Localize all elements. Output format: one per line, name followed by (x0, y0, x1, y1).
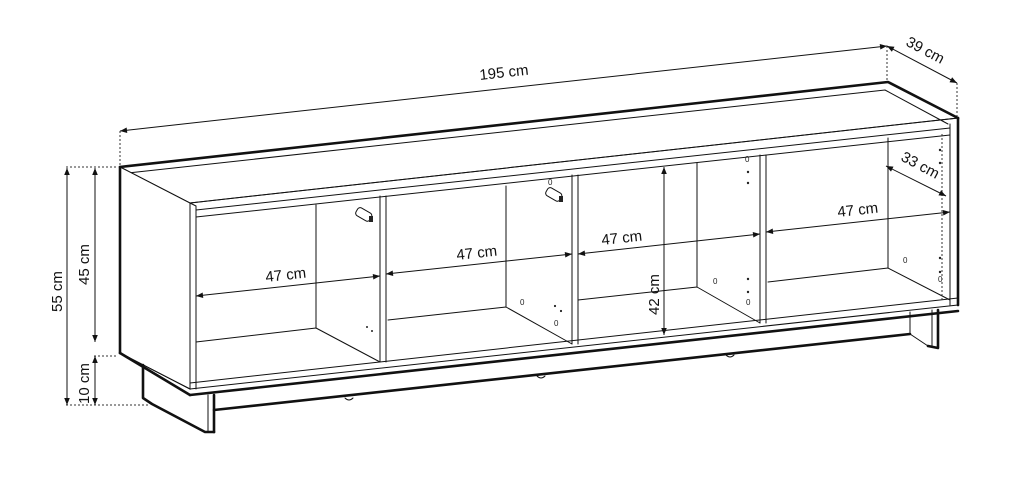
hole-marker: 0 (554, 319, 559, 328)
compartment-3-width-label: 47 cm (601, 228, 643, 249)
cabinet-legs (141, 308, 940, 434)
cam-lock-icon (545, 187, 563, 202)
dimension-inner-height: 42 cm (646, 167, 667, 335)
dimension-compartments: 47 cm 47 cm 47 cm 47 cm (195, 200, 951, 299)
hole-marker: 0 (713, 277, 718, 286)
cabinet-body (118, 80, 960, 397)
compartment-4-width-label: 47 cm (837, 200, 879, 221)
width-label: 195 cm (479, 62, 530, 84)
hole-marker: 0 (938, 275, 943, 284)
inner-depth-label: 33 cm (898, 149, 942, 183)
dimension-inner-depth: 33 cm (885, 149, 947, 197)
hole-marker: 0 (548, 178, 553, 187)
leg-height-label: 10 cm (76, 363, 93, 404)
body-height-label: 45 cm (76, 244, 93, 285)
dimension-heights: 55 cm 45 cm 10 cm (49, 166, 150, 406)
compartment-1-width-label: 47 cm (265, 265, 307, 286)
hole-marker: 0 (520, 298, 525, 307)
inner-height-label: 42 cm (646, 274, 663, 315)
dimension-width: 195 cm (119, 43, 888, 165)
hole-marker: 0 (745, 155, 750, 164)
depth-label: 39 cm (903, 34, 947, 68)
overall-height-label: 55 cm (49, 271, 66, 312)
hole-marker: 0 (903, 256, 908, 265)
compartment-2-width-label: 47 cm (456, 243, 498, 264)
hole-marker: 0 (746, 298, 751, 307)
cam-lock-icon (355, 207, 373, 222)
hardware-details: 0 0 0 0 0 0 0 0 (355, 148, 943, 332)
